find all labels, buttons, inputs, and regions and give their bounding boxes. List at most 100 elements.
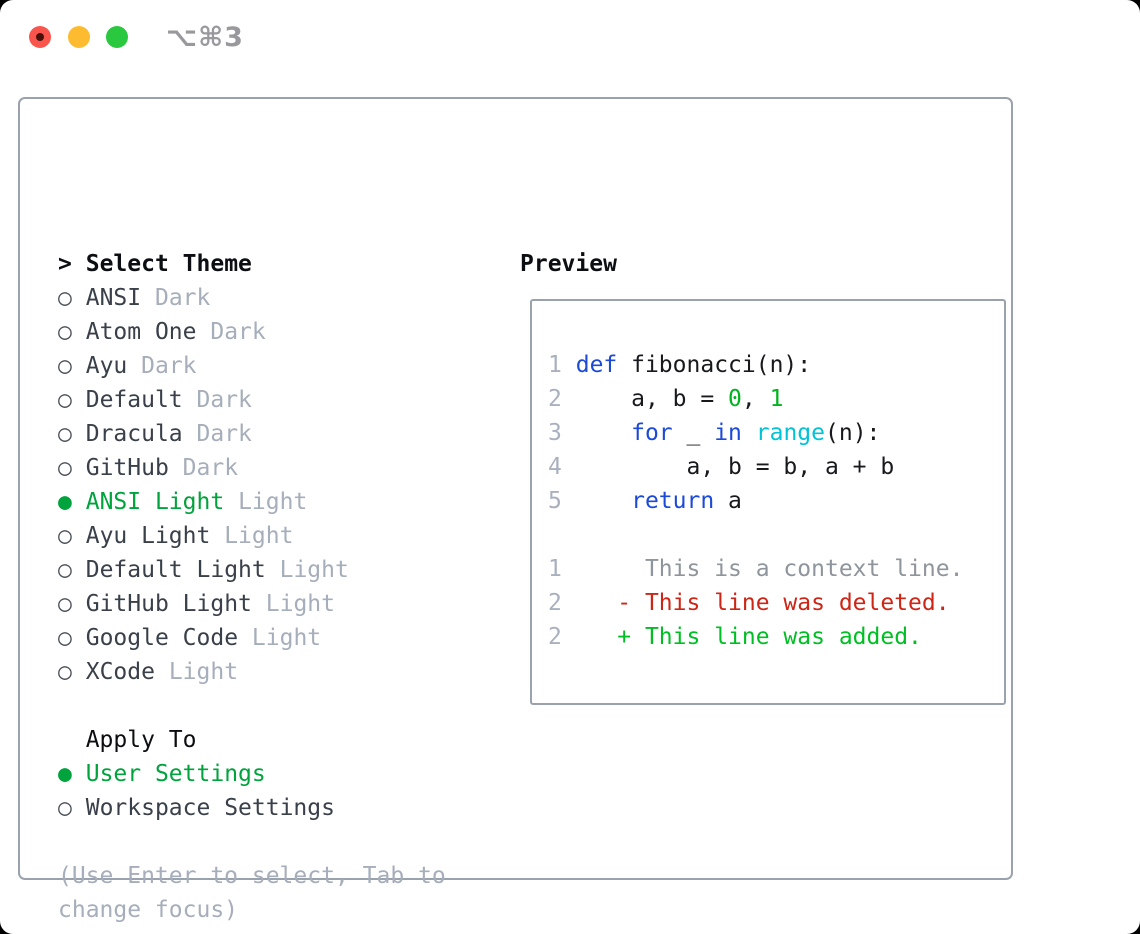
theme-name: Ayu — [85, 353, 128, 379]
code-segment: fibonacci(n): — [617, 352, 812, 378]
theme-variant: Light — [265, 591, 335, 617]
spacer-row — [58, 689, 446, 723]
diff-line: 2 - This line was deleted. — [548, 586, 1004, 620]
theme-name: Google Code — [85, 625, 239, 651]
spacer-row — [548, 518, 1004, 552]
theme-variant: Light — [224, 523, 294, 549]
code-line: 2 a, b = 0, 1 — [548, 382, 1004, 416]
theme-option[interactable]: ○ Default Dark — [58, 383, 446, 417]
code-segment: _ — [672, 420, 715, 446]
diff-line: 1 This is a context line. — [548, 552, 1004, 586]
line-number: 2 — [548, 624, 562, 650]
line-number: 1 — [548, 352, 562, 378]
theme-option[interactable]: ○ Google Code Light — [58, 621, 446, 655]
apply-to-header: Apply To — [85, 727, 197, 753]
code-segment: 1 — [769, 386, 784, 412]
code-segment — [576, 420, 631, 446]
zoom-button[interactable] — [106, 26, 128, 48]
prompt-icon: > — [58, 251, 72, 277]
theme-name: Default — [85, 387, 183, 413]
code-segment: + This line was added. — [575, 624, 922, 650]
radio-unselected-icon: ○ — [58, 557, 72, 583]
code-segment — [742, 420, 756, 446]
code-segment: (n): — [825, 420, 881, 446]
radio-unselected-icon: ○ — [58, 455, 72, 481]
theme-variant: Light — [279, 557, 349, 583]
code-segment: - This line was deleted. — [575, 590, 950, 616]
close-button-dot-icon — [36, 33, 44, 41]
theme-variant: Dark — [154, 285, 211, 311]
theme-option[interactable]: ○ GitHub Light Light — [58, 587, 446, 621]
theme-option[interactable]: ○ Default Light Light — [58, 553, 446, 587]
line-number: 3 — [548, 420, 562, 446]
radio-unselected-icon: ○ — [58, 795, 72, 821]
theme-option[interactable]: ○ GitHub Dark — [58, 451, 446, 485]
spacer-row — [58, 825, 446, 859]
spacer-row — [548, 654, 1004, 688]
apply-to-option[interactable]: ● User Settings — [58, 757, 446, 791]
radio-unselected-icon: ○ — [58, 523, 72, 549]
theme-name: Default Light — [85, 557, 266, 583]
code-segment: range — [755, 420, 826, 446]
preview-title: Preview — [520, 251, 617, 277]
theme-option[interactable]: ○ XCode Light — [58, 655, 446, 689]
code-segment: 0 — [728, 386, 742, 412]
code-segment: This is a context line. — [575, 556, 964, 582]
select-theme-title: Select Theme — [85, 251, 252, 277]
theme-option[interactable]: ○ ANSI Dark — [58, 281, 446, 315]
theme-option[interactable]: ○ Ayu Dark — [58, 349, 446, 383]
theme-option[interactable]: ● ANSI Light Light — [58, 485, 446, 519]
theme-variant: Light — [238, 489, 308, 515]
code-segment: a — [714, 488, 742, 514]
theme-name: ANSI — [85, 285, 142, 311]
app-frame: > Select Theme○ ANSI Dark○ Atom One Dark… — [18, 97, 1013, 923]
theme-variant: Dark — [210, 319, 266, 345]
theme-option[interactable]: ○ Atom One Dark — [58, 315, 446, 349]
theme-name: Atom One — [85, 319, 197, 345]
diff-line: 2 + This line was added. — [548, 620, 1004, 654]
radio-unselected-icon: ○ — [58, 387, 72, 413]
theme-name: Dracula — [85, 421, 183, 447]
line-number: 1 — [548, 556, 562, 582]
radio-unselected-icon: ○ — [58, 625, 72, 651]
theme-name: GitHub Light — [85, 591, 252, 617]
apply-to-option[interactable]: ○ Workspace Settings — [58, 791, 446, 825]
theme-name: ANSI Light — [85, 489, 225, 515]
theme-variant: Dark — [141, 353, 197, 379]
preview-header: Preview — [520, 247, 617, 281]
help-text-line-2: change focus) — [58, 897, 239, 923]
code-line: 4 a, b = b, a + b — [548, 450, 1004, 484]
theme-variant: Light — [251, 625, 322, 651]
select-theme-header: > Select Theme — [58, 247, 446, 281]
spacer-row — [548, 314, 1004, 348]
apply-to-list: ● User Settings○ Workspace Settings — [58, 757, 446, 825]
theme-variant: Light — [168, 659, 239, 685]
radio-unselected-icon: ○ — [58, 285, 72, 311]
code-segment — [576, 488, 631, 514]
radio-unselected-icon: ○ — [58, 591, 72, 617]
apply-to-label: Workspace Settings — [85, 795, 335, 821]
code-segment: a, b = b, a + b — [575, 454, 895, 480]
theme-variant: Dark — [196, 387, 252, 413]
theme-list: ○ ANSI Dark○ Atom One Dark○ Ayu Dark○ De… — [58, 281, 446, 689]
theme-panel: > Select Theme○ ANSI Dark○ Atom One Dark… — [58, 247, 446, 927]
window-shortcut-label: ⌥⌘3 — [166, 22, 244, 53]
minimize-button[interactable] — [68, 26, 90, 48]
theme-option[interactable]: ○ Dracula Dark — [58, 417, 446, 451]
line-number: 2 — [548, 590, 562, 616]
radio-unselected-icon: ○ — [58, 421, 72, 447]
radio-selected-icon: ● — [58, 489, 72, 515]
code-segment: for — [631, 420, 673, 446]
radio-unselected-icon: ○ — [58, 319, 72, 345]
close-button[interactable] — [29, 26, 51, 48]
code-segment: a, b = — [575, 386, 729, 412]
theme-option[interactable]: ○ Ayu Light Light — [58, 519, 446, 553]
radio-unselected-icon: ○ — [58, 353, 72, 379]
theme-name: GitHub — [85, 455, 169, 481]
code-line: 5 return a — [548, 484, 1004, 518]
radio-selected-icon: ● — [58, 761, 72, 787]
code-line: 1 def fibonacci(n): — [548, 348, 1004, 382]
code-segment: def — [575, 352, 618, 378]
